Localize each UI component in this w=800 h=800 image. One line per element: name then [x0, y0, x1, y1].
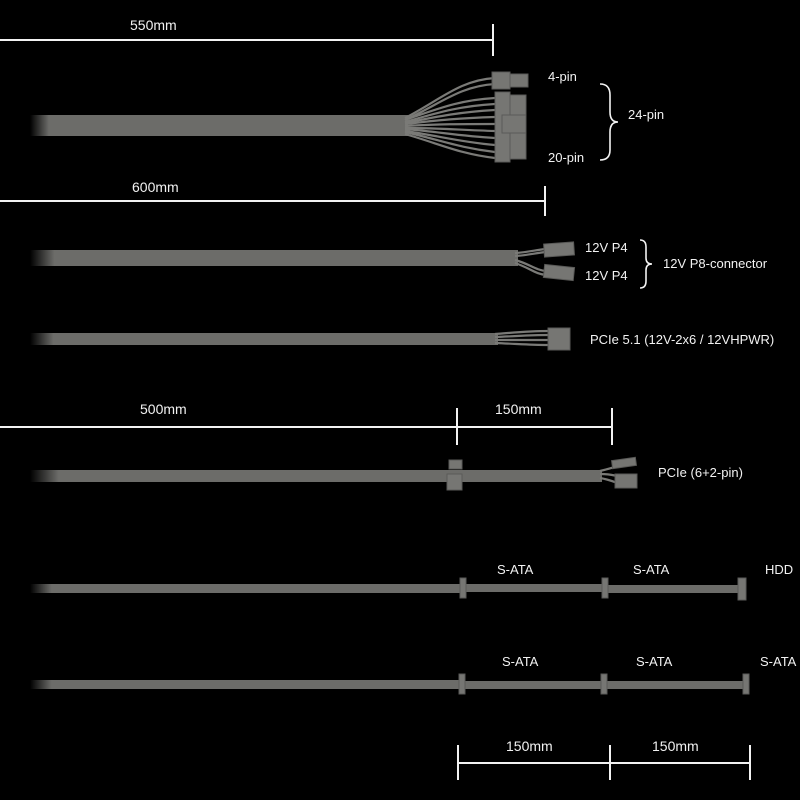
hdd-label: HDD: [765, 562, 793, 577]
eps-12v-p8-cable: 12V P4 12V P4 12V P8-connector: [30, 239, 768, 289]
12vhpwr-connector: [547, 327, 571, 351]
brace-12v-p8: [639, 239, 653, 289]
sata-connector: [459, 577, 467, 599]
dimension-label: 600mm: [132, 179, 179, 195]
sata-connector: [600, 673, 608, 695]
sata-connector: [601, 577, 609, 599]
atx-24pin-cable: 4-pin 20-pin 24-pin: [30, 69, 664, 165]
4pin-connector: [491, 71, 511, 90]
sata-label: S-ATA: [760, 654, 797, 669]
12v-p4-label: 12V P4: [585, 268, 628, 283]
sata-hdd-cable: S-ATA S-ATA HDD: [30, 562, 793, 601]
dimension-label: 150mm: [652, 738, 699, 754]
pcie-2pin-connector: [448, 459, 463, 470]
pcie5-12vhpwr-cable: PCIe 5.1 (12V-2x6 / 12VHPWR): [30, 327, 774, 351]
sata-connector: [458, 673, 466, 695]
measure-500-150mm: 500mm 150mm: [0, 401, 613, 445]
12v-p4-label: 12V P4: [585, 240, 628, 255]
pcie-6pin-connector: [446, 473, 463, 491]
sata-label: S-ATA: [497, 562, 534, 577]
12v-p8-label: 12V P8-connector: [663, 256, 768, 271]
measure-600mm: 600mm: [0, 179, 546, 216]
sata-label: S-ATA: [633, 562, 670, 577]
20pin-label: 20-pin: [548, 150, 584, 165]
pcie-6pin-connector: [614, 473, 638, 489]
measure-150-150mm: 150mm 150mm: [457, 738, 751, 780]
pcie-2pin-connector: [610, 456, 638, 470]
dimension-label: 550mm: [130, 17, 177, 33]
12v-p4-connector: [543, 241, 575, 258]
sata-label: S-ATA: [502, 654, 539, 669]
molex-hdd-connector: [737, 577, 747, 601]
dimension-label: 150mm: [506, 738, 553, 754]
sata-connector: [742, 673, 750, 695]
pcie-label: PCIe (6+2-pin): [658, 465, 743, 480]
12v-p4-connector: [542, 263, 576, 282]
measure-550mm: 550mm: [0, 17, 494, 56]
dimension-label: 500mm: [140, 401, 187, 417]
pcie5-label: PCIe 5.1 (12V-2x6 / 12VHPWR): [590, 332, 774, 347]
brace-24pin: [599, 83, 619, 161]
4pin-label: 4-pin: [548, 69, 577, 84]
dimension-label: 150mm: [495, 401, 542, 417]
pcie-6plus2-cable: PCIe (6+2-pin): [30, 456, 743, 491]
sata-cable: S-ATA S-ATA S-ATA: [30, 654, 797, 695]
24pin-label: 24-pin: [628, 107, 664, 122]
sata-label: S-ATA: [636, 654, 673, 669]
